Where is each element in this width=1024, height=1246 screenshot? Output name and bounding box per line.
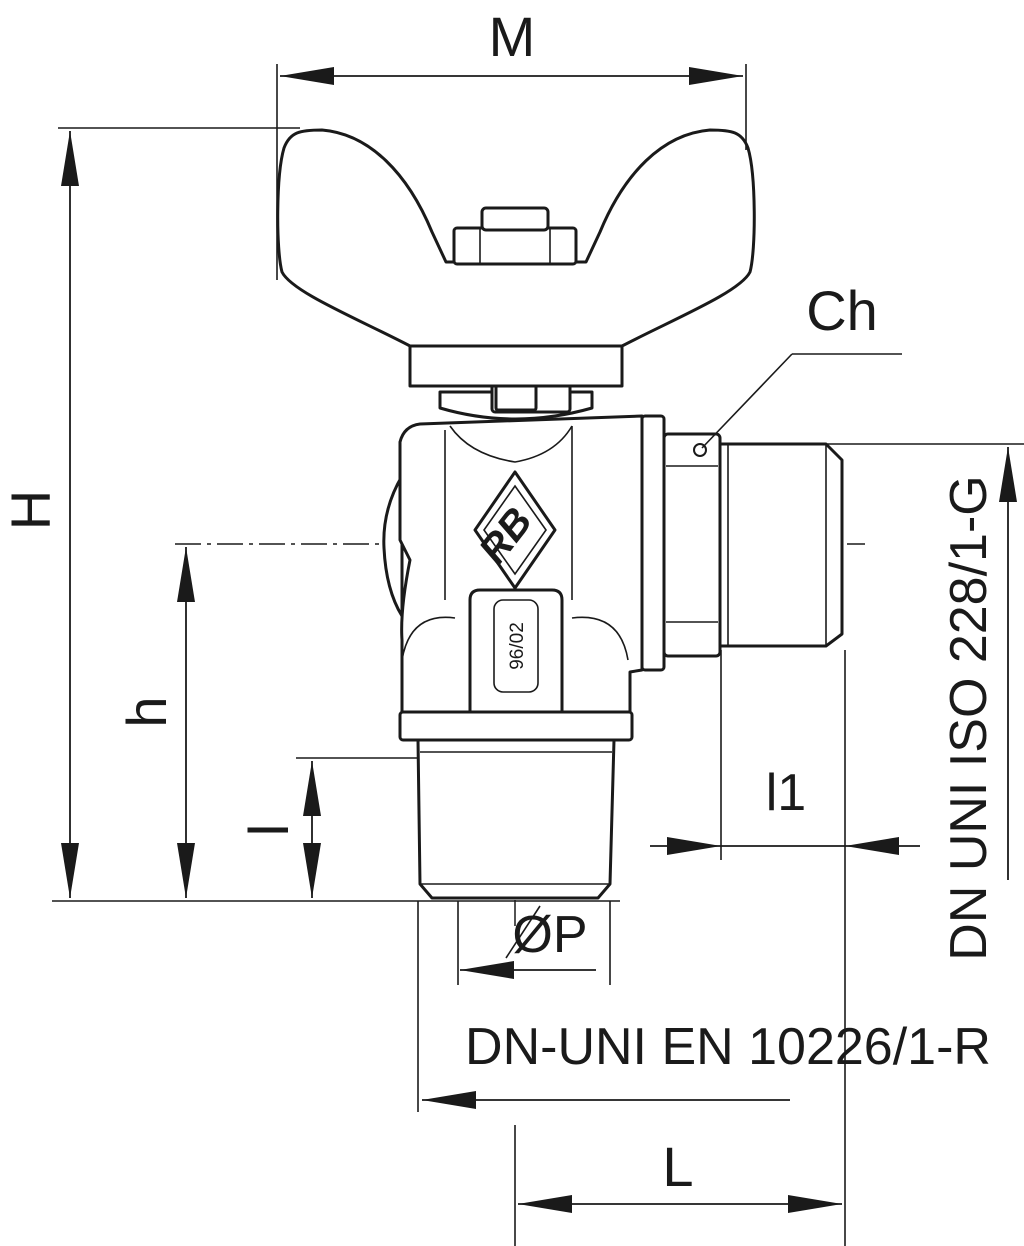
dimension-side-thread-standard: DN UNI ISO 228/1-G xyxy=(822,443,1024,961)
dimension-h-overall: H xyxy=(0,127,620,902)
label-h-axis: h xyxy=(115,696,178,727)
body-collar xyxy=(398,710,634,742)
label-side-thread-standard: DN UNI ISO 228/1-G xyxy=(940,475,998,960)
dimension-ch: Ch xyxy=(701,279,902,449)
label-m: M xyxy=(489,5,536,68)
ball-bulge xyxy=(382,474,404,618)
dimension-diameter: ØP xyxy=(457,901,611,985)
label-l-bottom: l xyxy=(237,824,300,836)
dimension-l-bottom: l xyxy=(237,757,418,898)
dimension-l1-side: l1 xyxy=(650,650,920,1246)
label-length: L xyxy=(662,1135,693,1198)
side-flange xyxy=(640,414,666,672)
side-thread xyxy=(718,442,844,648)
label-h-overall: H xyxy=(0,490,62,530)
date-code-plate: 96/02 xyxy=(468,588,564,714)
label-ch: Ch xyxy=(806,279,878,342)
date-code: 96/02 xyxy=(507,622,528,670)
side-hex-nut xyxy=(662,432,722,658)
label-l1-side: l1 xyxy=(766,764,806,822)
label-diameter: ØP xyxy=(512,906,587,964)
dimension-m: M xyxy=(276,5,747,280)
dimension-length: L xyxy=(514,1125,842,1246)
bottom-thread xyxy=(416,738,616,900)
handle-wings xyxy=(276,128,756,348)
dimension-h-axis: h xyxy=(115,547,195,898)
label-bottom-thread-standard: DN-UNI EN 10226/1-R xyxy=(465,1018,991,1076)
dimension-bottom-thread-standard: DN-UNI EN 10226/1-R xyxy=(417,901,991,1112)
butterfly-handle xyxy=(276,128,756,421)
